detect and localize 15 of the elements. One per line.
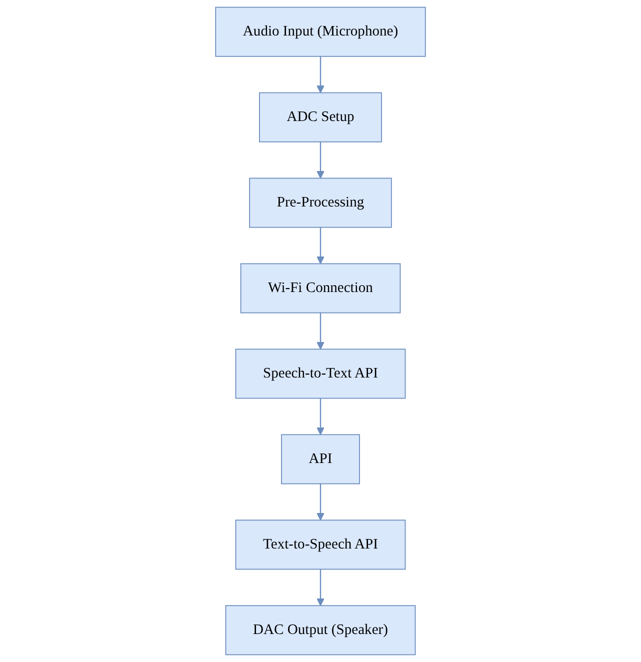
arrow <box>316 312 324 350</box>
arrow <box>316 484 324 520</box>
node-box: Wi-Fi Connection <box>240 263 401 314</box>
arrow <box>316 142 324 179</box>
node-box: Audio Input (Microphone) <box>215 6 426 57</box>
arrow <box>316 56 324 94</box>
node-box: Text-to-Speech API <box>235 520 406 570</box>
arrow <box>316 398 324 436</box>
node-box: DAC Output (Speaker) <box>225 605 416 656</box>
node-box: Speech-to-Text API <box>235 348 406 399</box>
node-box: ADC Setup <box>259 92 382 142</box>
arrow <box>316 569 324 606</box>
node-box: API <box>281 434 360 484</box>
arrow <box>316 227 324 264</box>
node-box: Pre-Processing <box>249 178 392 228</box>
